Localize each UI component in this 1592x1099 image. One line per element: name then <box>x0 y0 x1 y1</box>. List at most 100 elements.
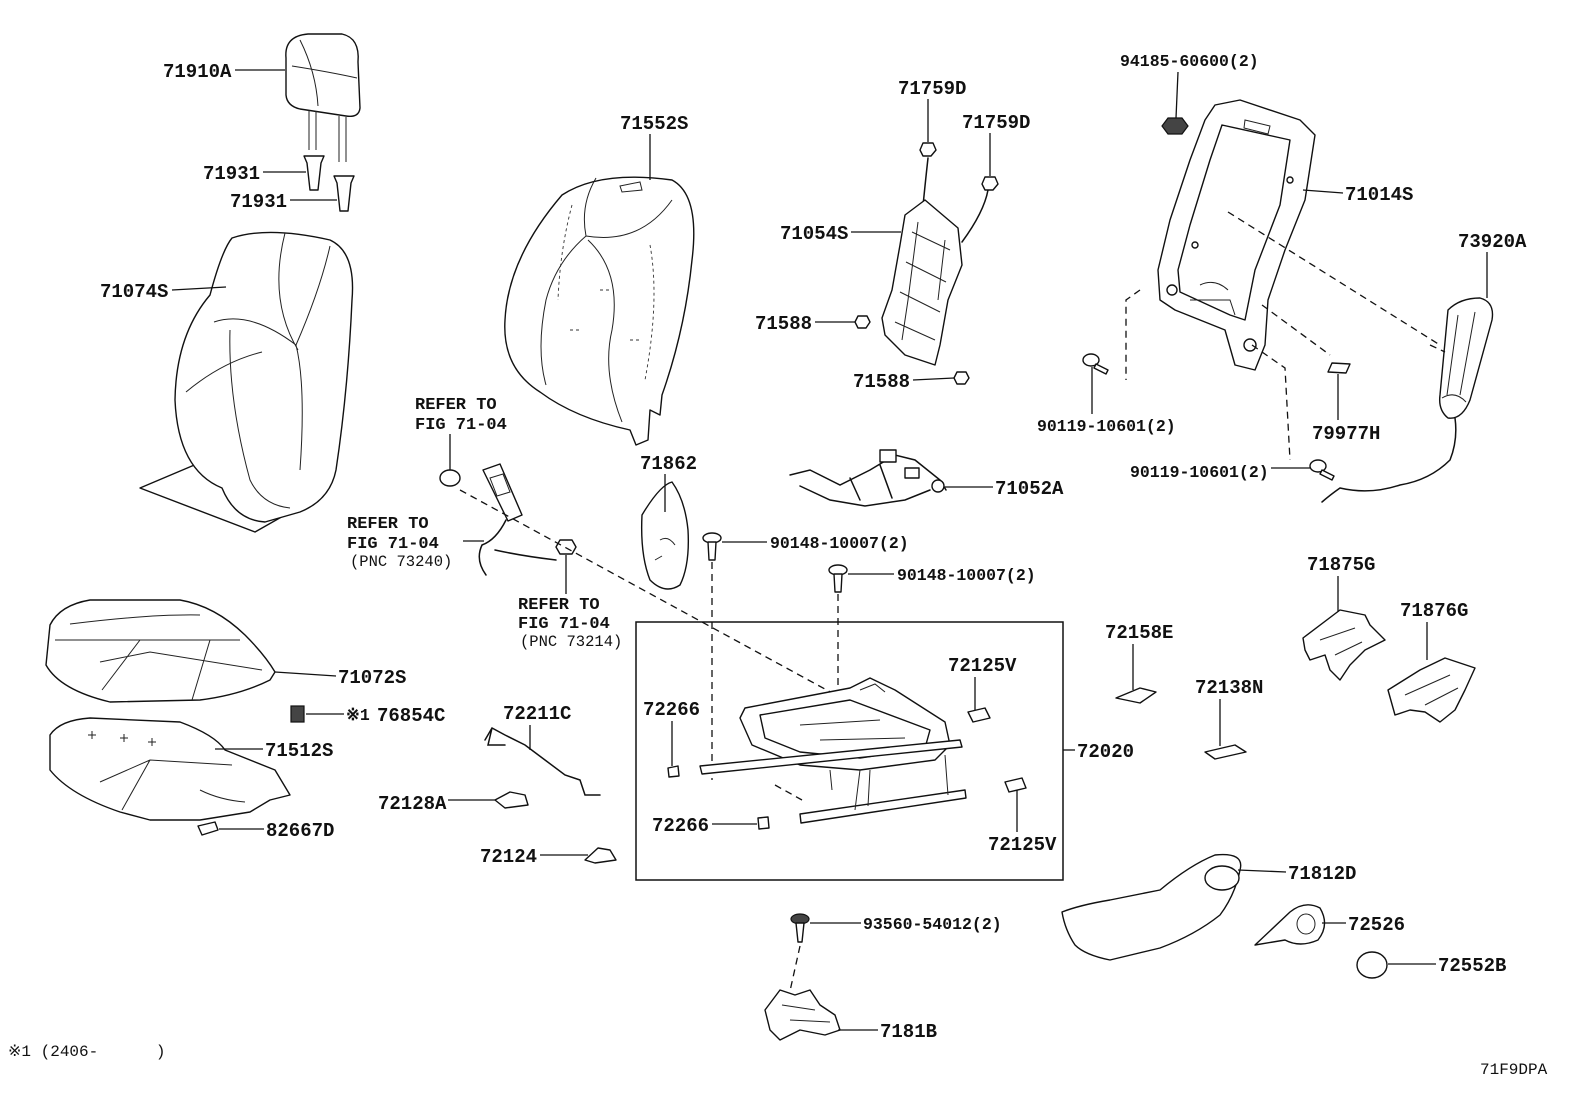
part-label[interactable]: 73920A <box>1458 231 1527 253</box>
reference-line[interactable]: FIG 71-04 <box>518 615 610 634</box>
nut-icon <box>1161 117 1189 135</box>
clip-76854c <box>290 705 305 723</box>
seatback-pad-drawing <box>139 231 354 533</box>
part-label[interactable]: 71812D <box>1288 863 1356 885</box>
part-label[interactable]: 71512S <box>265 740 333 762</box>
adjuster-legs <box>829 754 949 811</box>
part-label[interactable]: 71072S <box>338 667 406 689</box>
part-label[interactable]: 72124 <box>480 846 537 868</box>
part-label[interactable]: 90119-10601(2) <box>1130 463 1269 482</box>
reference-pnc: (PNC 73214) <box>520 633 622 651</box>
bolt-shank <box>833 573 843 593</box>
seatback-pad-outline <box>174 231 354 523</box>
part-label[interactable]: 90119-10601(2) <box>1037 417 1176 436</box>
part-label[interactable]: 71552S <box>620 113 688 135</box>
part-label[interactable]: 72552B <box>1438 955 1506 977</box>
part-72158e <box>1115 687 1157 704</box>
reference-line[interactable]: REFER TO <box>347 515 429 534</box>
cap-72552b <box>1356 951 1388 979</box>
seat-cushion-pad-drawing <box>49 717 291 821</box>
reference-line[interactable]: FIG 71-04 <box>415 416 507 435</box>
harness-clip <box>931 479 945 493</box>
part-label[interactable]: 72125V <box>988 834 1057 856</box>
part-label[interactable]: 94185-60600(2) <box>1120 52 1259 71</box>
dashed-line <box>1261 304 1331 356</box>
part-label[interactable]: 71931 <box>203 163 260 185</box>
reference-line[interactable]: REFER TO <box>415 396 497 415</box>
nut-icon <box>981 176 999 191</box>
nut-icon <box>953 371 970 385</box>
part-label[interactable]: 71074S <box>100 281 168 303</box>
headrest-post-left <box>308 110 317 150</box>
part-label[interactable]: 72020 <box>1077 741 1134 763</box>
seat-cushion-cover-seams <box>55 614 263 701</box>
part-72124 <box>584 847 617 864</box>
seat-adjuster-group-box <box>635 621 1064 881</box>
nut-icon <box>919 142 937 157</box>
bracket-71875g-details <box>1319 627 1363 656</box>
part-label[interactable]: 72158E <box>1105 622 1173 644</box>
part-label[interactable]: 82667D <box>266 820 334 842</box>
seat-cushion-cover-outline <box>45 599 276 703</box>
part-label[interactable]: 71759D <box>962 112 1030 134</box>
part-label[interactable]: 71588 <box>755 313 812 335</box>
leader-line <box>171 286 227 291</box>
dashed-line <box>787 945 801 1001</box>
harness-connector <box>879 449 897 463</box>
part-label[interactable]: 76854C <box>377 705 445 727</box>
dashed-line <box>459 489 846 701</box>
frame-hole <box>1191 241 1199 249</box>
part-label[interactable]: 71588 <box>853 371 910 393</box>
dashed-line <box>1251 344 1291 461</box>
part-label[interactable]: 71862 <box>640 453 697 475</box>
small-parts-left <box>197 705 617 864</box>
part-label[interactable]: 71052A <box>995 478 1064 500</box>
part-label[interactable]: 79977H <box>1312 423 1380 445</box>
part-label[interactable]: 71875G <box>1307 554 1375 576</box>
part-label[interactable]: 72125V <box>948 655 1017 677</box>
reference-line[interactable]: FIG 71-04 <box>347 535 439 554</box>
bolt-shank <box>1319 469 1335 481</box>
part-label[interactable]: 93560-54012(2) <box>863 915 1002 934</box>
part-label[interactable]: 71876G <box>1400 600 1468 622</box>
cover-71862-drawing <box>641 481 690 590</box>
part-label[interactable]: 90148-10007(2) <box>770 534 909 553</box>
headrest-outline <box>285 33 361 118</box>
bolt-icon <box>1082 353 1100 367</box>
part-label[interactable]: 72266 <box>643 699 700 721</box>
nut-icon <box>854 315 871 329</box>
part-label[interactable]: 71014S <box>1345 184 1413 206</box>
part-label[interactable]: 72266 <box>652 815 709 837</box>
label-tag <box>1327 362 1351 374</box>
leader-line <box>274 671 337 677</box>
headrest-support-2 <box>333 175 355 212</box>
alignment-lines-back <box>1125 211 1446 461</box>
reference-line[interactable]: REFER TO <box>518 596 600 615</box>
part-label[interactable]: 72526 <box>1348 914 1405 936</box>
part-label[interactable]: 7181B <box>880 1021 937 1043</box>
part-label[interactable]: 72128A <box>378 793 447 815</box>
airbag-outline <box>1438 297 1494 419</box>
buckle-drawing <box>439 463 577 576</box>
headrest-seam <box>291 39 358 107</box>
clip-72266 <box>757 816 770 830</box>
side-shield-outline <box>1061 853 1242 961</box>
bracket-72125v <box>1004 777 1027 793</box>
airbag-details <box>1441 311 1476 403</box>
part-label[interactable]: 71054S <box>780 223 848 245</box>
bracket-7181b-drawing <box>764 913 841 1041</box>
bracket-detail <box>781 1004 831 1023</box>
grommet-icon <box>439 469 461 487</box>
part-label[interactable]: 71759D <box>898 78 966 100</box>
part-label[interactable]: 71931 <box>230 191 287 213</box>
part-label[interactable]: 72138N <box>1195 677 1263 699</box>
part-label[interactable]: 90148-10007(2) <box>897 566 1036 585</box>
bracket-71875g <box>1302 609 1386 681</box>
wire-harness-drawing <box>789 449 947 507</box>
part-label[interactable]: 72211C <box>503 703 571 725</box>
part-label[interactable]: 71910A <box>163 61 232 83</box>
headrest-post-right <box>338 116 347 162</box>
seatback-frame-inner <box>1177 124 1291 321</box>
bracket-outline <box>764 989 841 1041</box>
